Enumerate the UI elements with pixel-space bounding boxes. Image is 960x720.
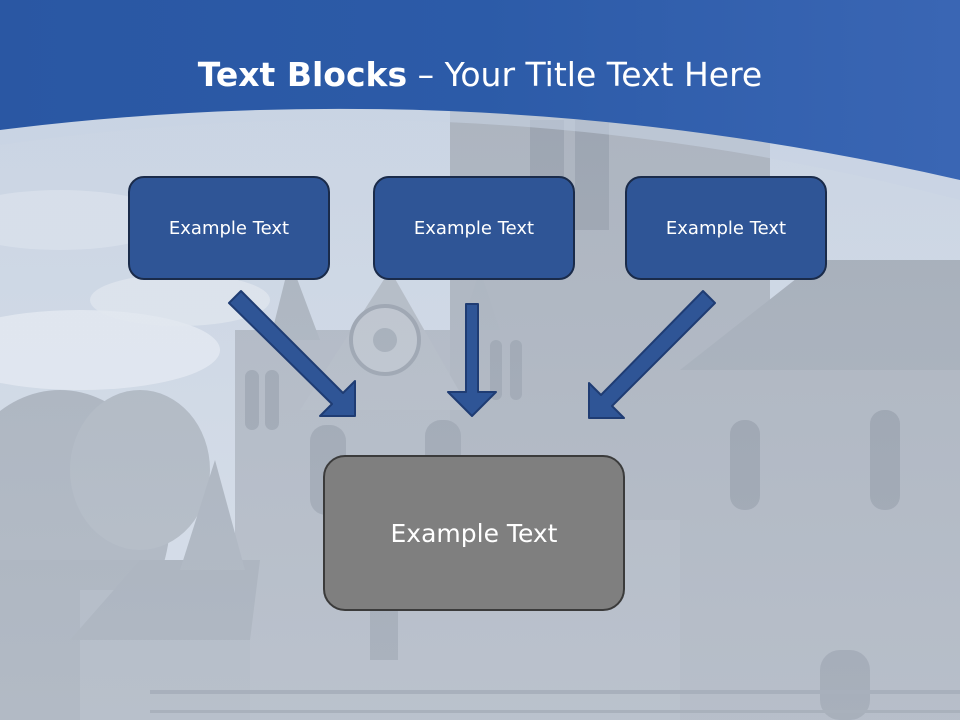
text-block-2-label: Example Text bbox=[413, 217, 535, 239]
target-text-block-label: Example Text bbox=[390, 518, 558, 548]
text-block-3[interactable]: Example Text bbox=[625, 176, 827, 280]
title-rest-part: – Your Title Text Here bbox=[407, 55, 763, 94]
text-block-1[interactable]: Example Text bbox=[128, 176, 330, 280]
text-block-1-label: Example Text bbox=[168, 217, 290, 239]
title-bold-part: Text Blocks bbox=[197, 55, 408, 94]
text-block-3-label: Example Text bbox=[665, 217, 787, 239]
slide-title: Text Blocks – Your Title Text Here bbox=[0, 52, 960, 98]
target-text-block[interactable]: Example Text bbox=[323, 455, 625, 611]
text-block-2[interactable]: Example Text bbox=[373, 176, 575, 280]
